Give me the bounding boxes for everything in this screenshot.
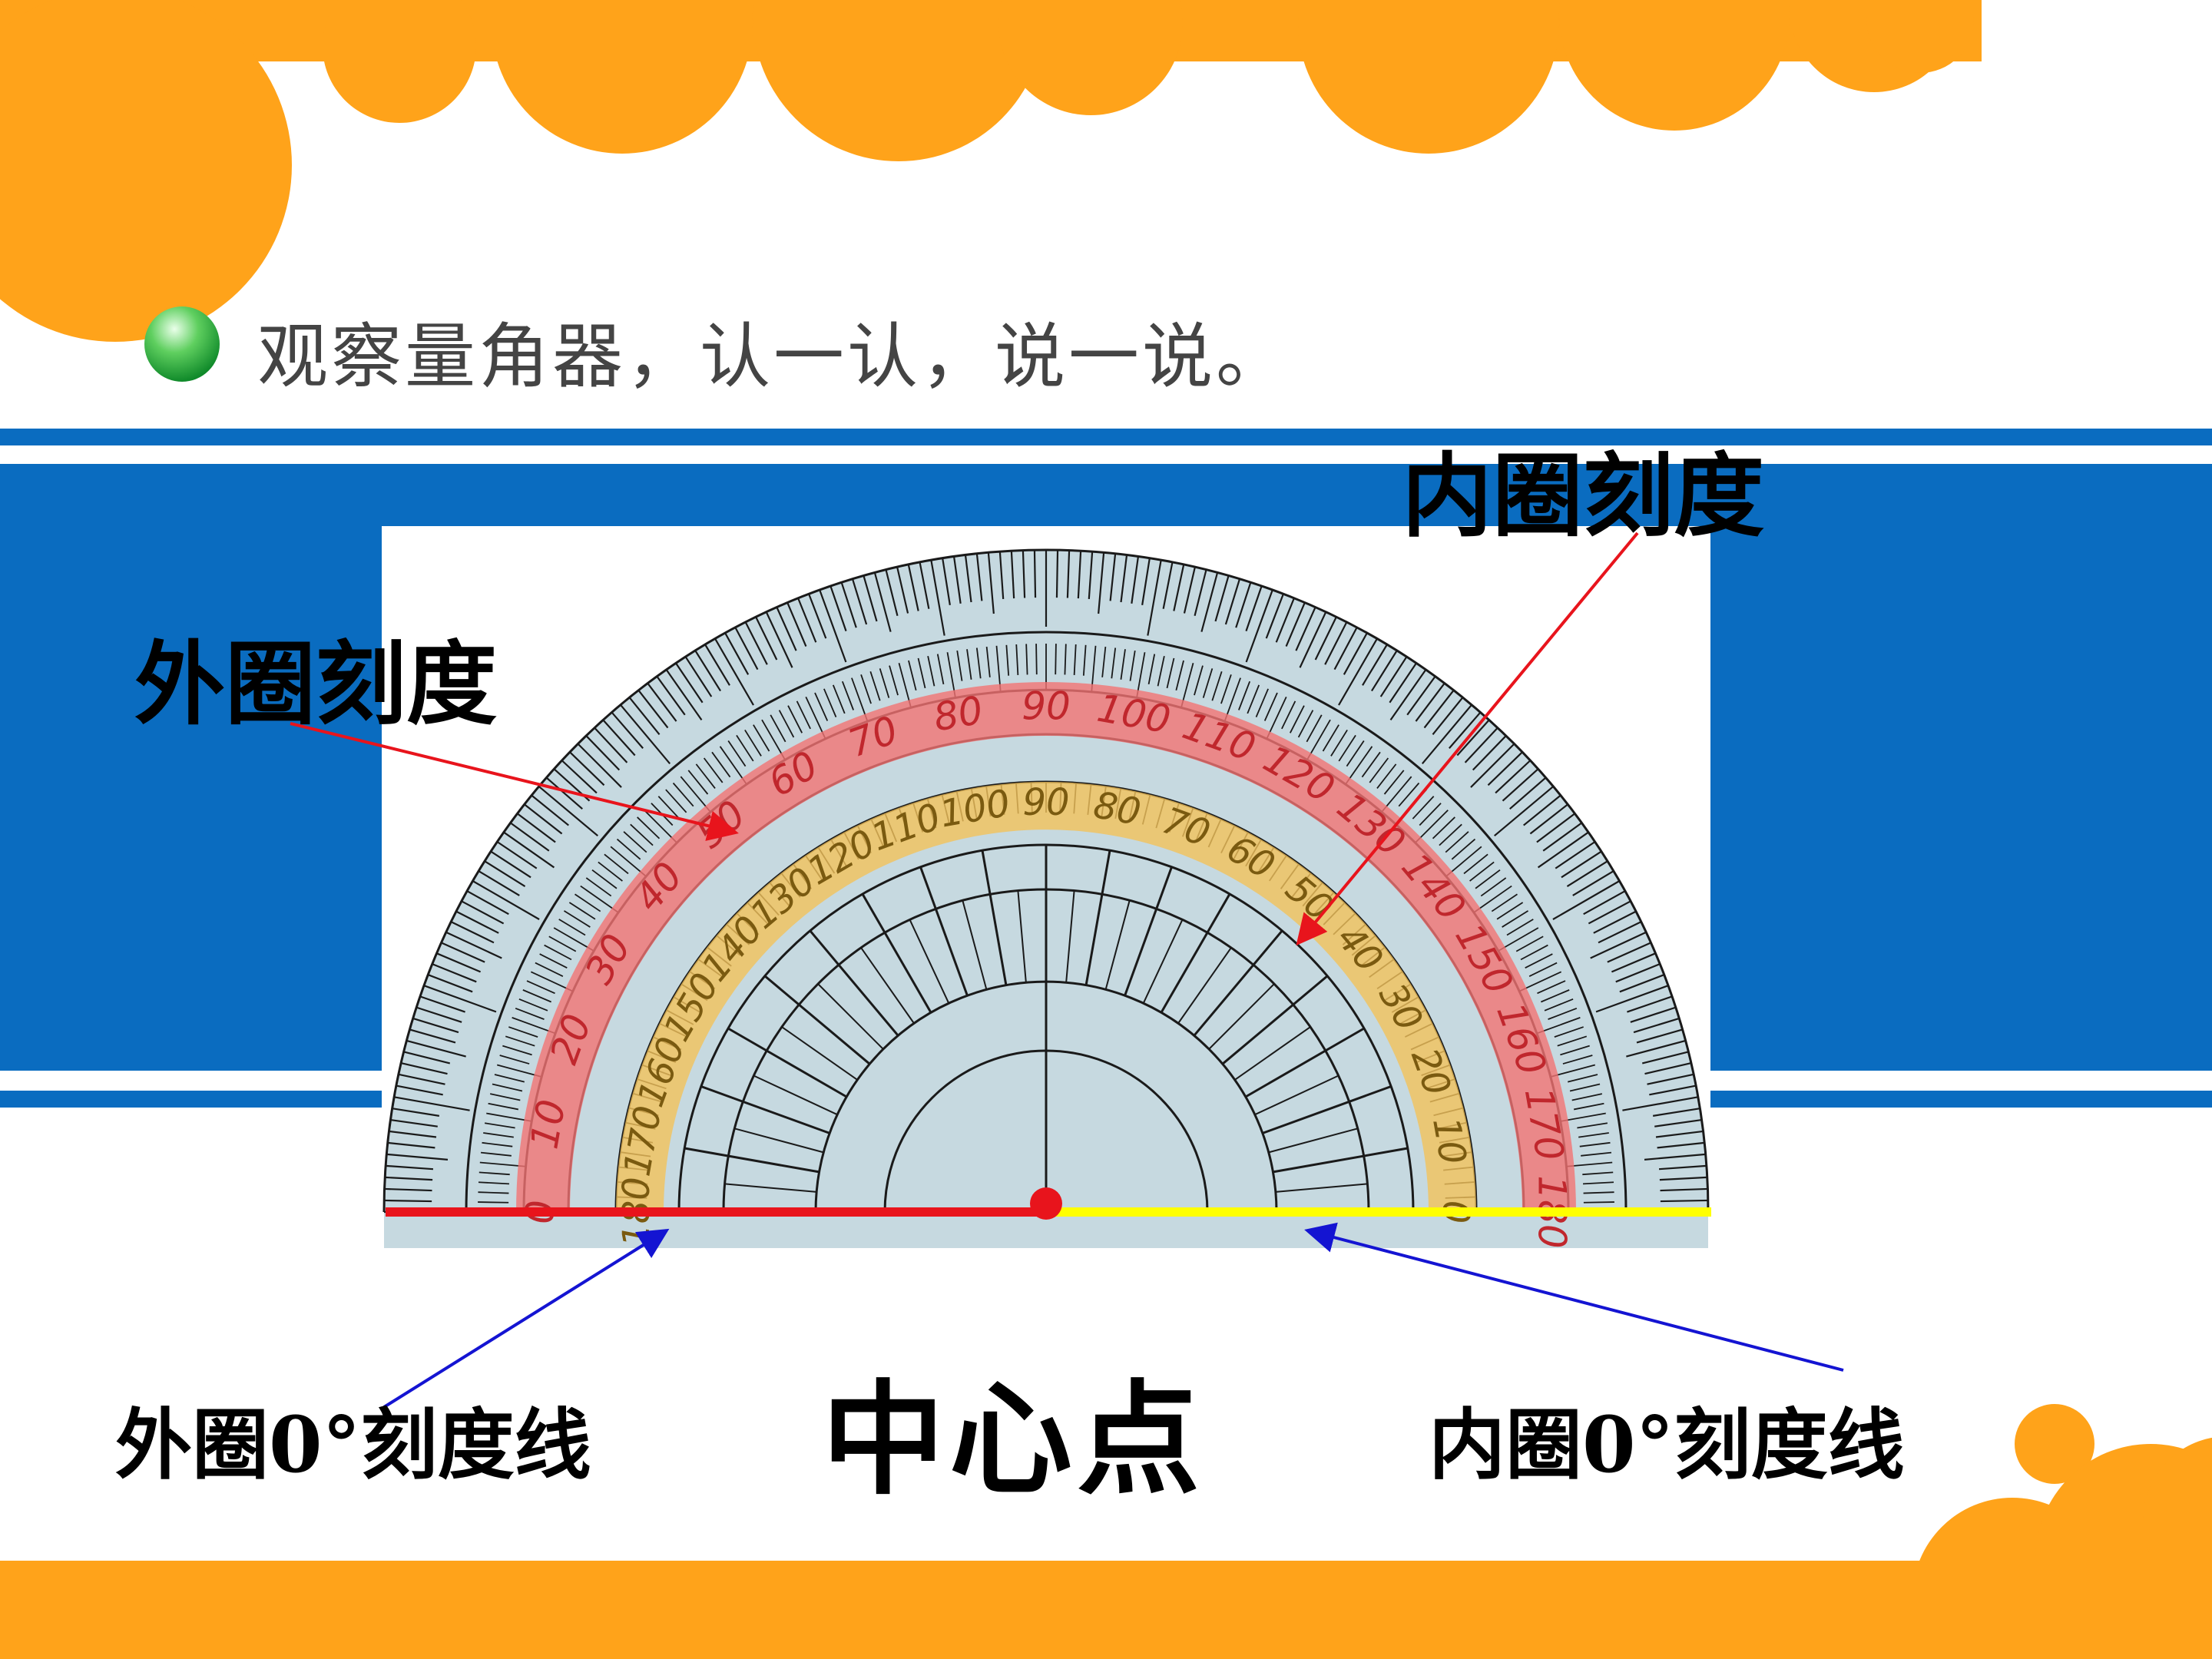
label-inner-zero-line: 内圈0°刻度线 <box>1429 1399 1905 1490</box>
protractor-bands <box>516 682 1576 1212</box>
arrow-outer-scale <box>290 722 739 841</box>
label-inner-scale: 内圈刻度 <box>1402 442 1765 549</box>
outer-scale-number: 80 <box>930 687 986 740</box>
label-outer-zero-line: 外圈0°刻度线 <box>115 1399 591 1490</box>
arrow-outer-zero <box>382 1228 670 1409</box>
top-cloud-decoration <box>0 0 1982 342</box>
outer-scale-number: 10 <box>522 1096 574 1152</box>
outer-scale-number: 90 <box>1022 684 1071 729</box>
bottom-cloud-decoration <box>0 1404 2212 1659</box>
label-outer-scale: 外圈刻度 <box>134 631 498 737</box>
arrow-inner-scale <box>1296 531 1639 946</box>
instruction-text: 观察量角器，认一认，说一说。 <box>257 316 1290 398</box>
inner-scale-number: 10 <box>1424 1114 1475 1168</box>
label-center-point: 中心点 <box>822 1367 1205 1512</box>
inner-scale-number: 90 <box>1022 781 1069 824</box>
arrow-inner-zero <box>1304 1222 1844 1372</box>
inner-scale-number: 80 <box>1091 783 1144 834</box>
green-bullet-icon <box>144 306 220 382</box>
center-point-dot <box>1030 1187 1062 1220</box>
